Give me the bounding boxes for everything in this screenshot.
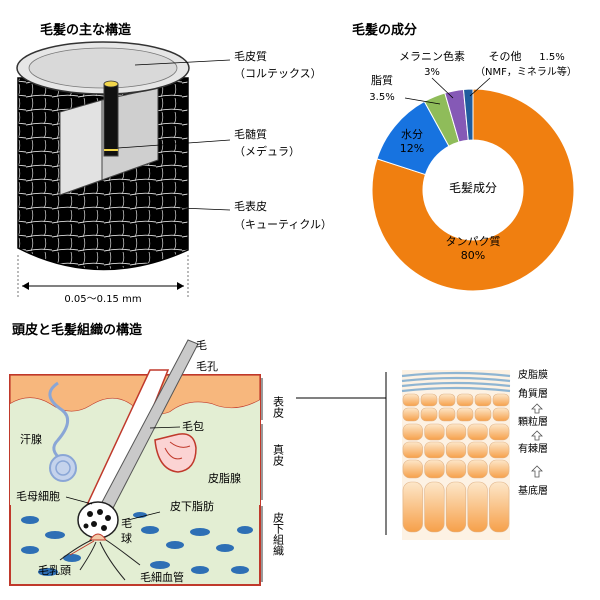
granulosum-cell (420, 393, 438, 407)
hair-structure-panel: 毛髪の主な構造 毛皮質 （コルテックス） 毛髄質 （メデュラ） 毛表皮 （キュー… (16, 22, 332, 305)
basale-cell (467, 481, 488, 533)
bulb-label-1: 毛 (121, 517, 132, 530)
follicle-label: 毛包 (182, 420, 204, 433)
epidermis-detail-panel: 皮脂膜 角質層 顆粒層 有棘層 基底層 (401, 368, 548, 540)
granulosum-cell (438, 407, 456, 422)
slice-label-water-name: 水分 (401, 128, 423, 141)
corneum-flake (401, 376, 511, 383)
scalp-panel: 頭皮と毛髪組織の構造 (9, 322, 387, 586)
subcutaneous-fat-label: 皮下脂肪 (170, 499, 214, 513)
spinosum-cell (467, 459, 488, 479)
donut-slice-protein (371, 88, 575, 292)
arrow-up-2 (531, 430, 543, 441)
cortex-sub-label: （コルテックス） (234, 67, 322, 80)
spinosum-cell (402, 423, 423, 441)
papilla-label: 毛乳頭 (38, 564, 71, 577)
sebaceous-gland (154, 433, 197, 473)
hair-bulb (77, 501, 119, 539)
spinosum-cell (424, 459, 445, 479)
arrow-up-3 (531, 465, 543, 478)
bulb-label-2: 球 (121, 531, 132, 545)
spinosum-cell (402, 459, 423, 479)
basale-cell (489, 481, 510, 533)
hair-structure-title: 毛髪の主な構造 (40, 22, 132, 38)
slice-label-protein-name: タンパク質 (446, 234, 501, 248)
scalp-title: 頭皮と毛髪組織の構造 (12, 322, 143, 338)
medulla-label: 毛髄質 (234, 127, 267, 141)
basale-cell (445, 481, 467, 533)
dermal-papilla (89, 533, 107, 541)
cortex-cutaway (59, 99, 103, 196)
granulosum-cell (474, 407, 492, 422)
granulosum-cell (474, 393, 492, 407)
stratum-corneum-label: 角質層 (518, 387, 548, 400)
corneum-flake (401, 381, 511, 388)
spinosum-cell (489, 459, 510, 479)
fat-globules (21, 512, 253, 576)
donut-center-label: 毛髪成分 (449, 181, 497, 195)
stratum-granulosum-label: 顆粒層 (518, 415, 548, 428)
capillary-label: 毛細血管 (140, 570, 184, 584)
spinosum-cell (445, 459, 467, 479)
corneum-flake (401, 371, 511, 378)
stratum-basale-label: 基底層 (518, 484, 548, 497)
stratum-spinosum-label: 有棘層 (518, 442, 548, 455)
capillary-vessels (59, 539, 141, 581)
granulosum-cell (456, 393, 474, 407)
spinosum-cell (424, 441, 445, 459)
hair-label: 毛 (196, 339, 207, 352)
slice-label-lipid-value: 3.5% (369, 92, 394, 103)
donut-slice-other (462, 88, 474, 141)
cuticle-label: 毛表皮 (234, 199, 267, 213)
medulla-sub-label: （メデュラ） (234, 144, 300, 158)
spinosum-cell (402, 441, 423, 459)
medulla-core (103, 83, 119, 157)
spinosum-cell (467, 423, 488, 441)
granulosum-cell (492, 393, 510, 407)
sebaceous-gland-label: 皮脂腺 (208, 471, 241, 485)
cuticle-sub-label: （キューティクル） (234, 218, 332, 231)
components-donut-chart (371, 88, 575, 292)
spinosum-cell (467, 441, 488, 459)
sebum-film-label: 皮脂膜 (518, 368, 548, 381)
matrix-cell-label: 毛母細胞 (16, 490, 60, 503)
epidermis-cells (401, 370, 511, 540)
spinosum-cell (445, 423, 467, 441)
granulosum-cell (420, 407, 438, 422)
slice-label-other-name: その他 (489, 50, 522, 63)
slice-label-other-note: （NMF，ミネラル等） (475, 65, 577, 78)
slice-label-melanin-value: 3% (424, 67, 440, 78)
slice-label-water-value: 12% (400, 142, 424, 155)
diameter-label: 0.05～0.15 mm (64, 294, 141, 305)
spinosum-cell (445, 441, 467, 459)
pore-label: 毛孔 (196, 360, 218, 373)
granulosum-cell (402, 407, 420, 422)
dermis-bracket-label: 真皮 (272, 443, 285, 467)
corneum-flake (401, 386, 511, 393)
arrow-up-1 (531, 403, 543, 414)
slice-label-lipid-name: 脂質 (371, 73, 393, 87)
subcutis-bracket-label: 皮下組織 (272, 512, 285, 557)
slice-label-other-value: 1.5% (539, 52, 564, 63)
epidermis-bracket-label: 表皮 (272, 395, 285, 419)
spinosum-cell (424, 423, 445, 441)
sweat-gland-duct (48, 381, 70, 462)
granulosum-cell (402, 393, 420, 407)
granulosum-cell (456, 407, 474, 422)
slice-label-protein-value: 80% (461, 249, 485, 262)
basale-cell (402, 481, 423, 533)
granulosum-cell (438, 393, 456, 407)
hair-components-title: 毛髪の成分 (352, 22, 417, 38)
granulosum-cell (492, 407, 510, 422)
spinosum-cell (489, 423, 510, 441)
basale-cell (424, 481, 445, 533)
cortex-label: 毛皮質 (234, 49, 267, 63)
slice-label-melanin-name: メラニン色素 (399, 49, 465, 63)
spinosum-cell (489, 441, 510, 459)
sweat-gland-label: 汗腺 (20, 432, 42, 446)
sweat-gland-coil (49, 454, 77, 482)
hair-components-panel: 毛髪の成分 毛髪成分 水分 12% タンパク質 80% 脂質 3.5% メラニン… (352, 22, 577, 292)
